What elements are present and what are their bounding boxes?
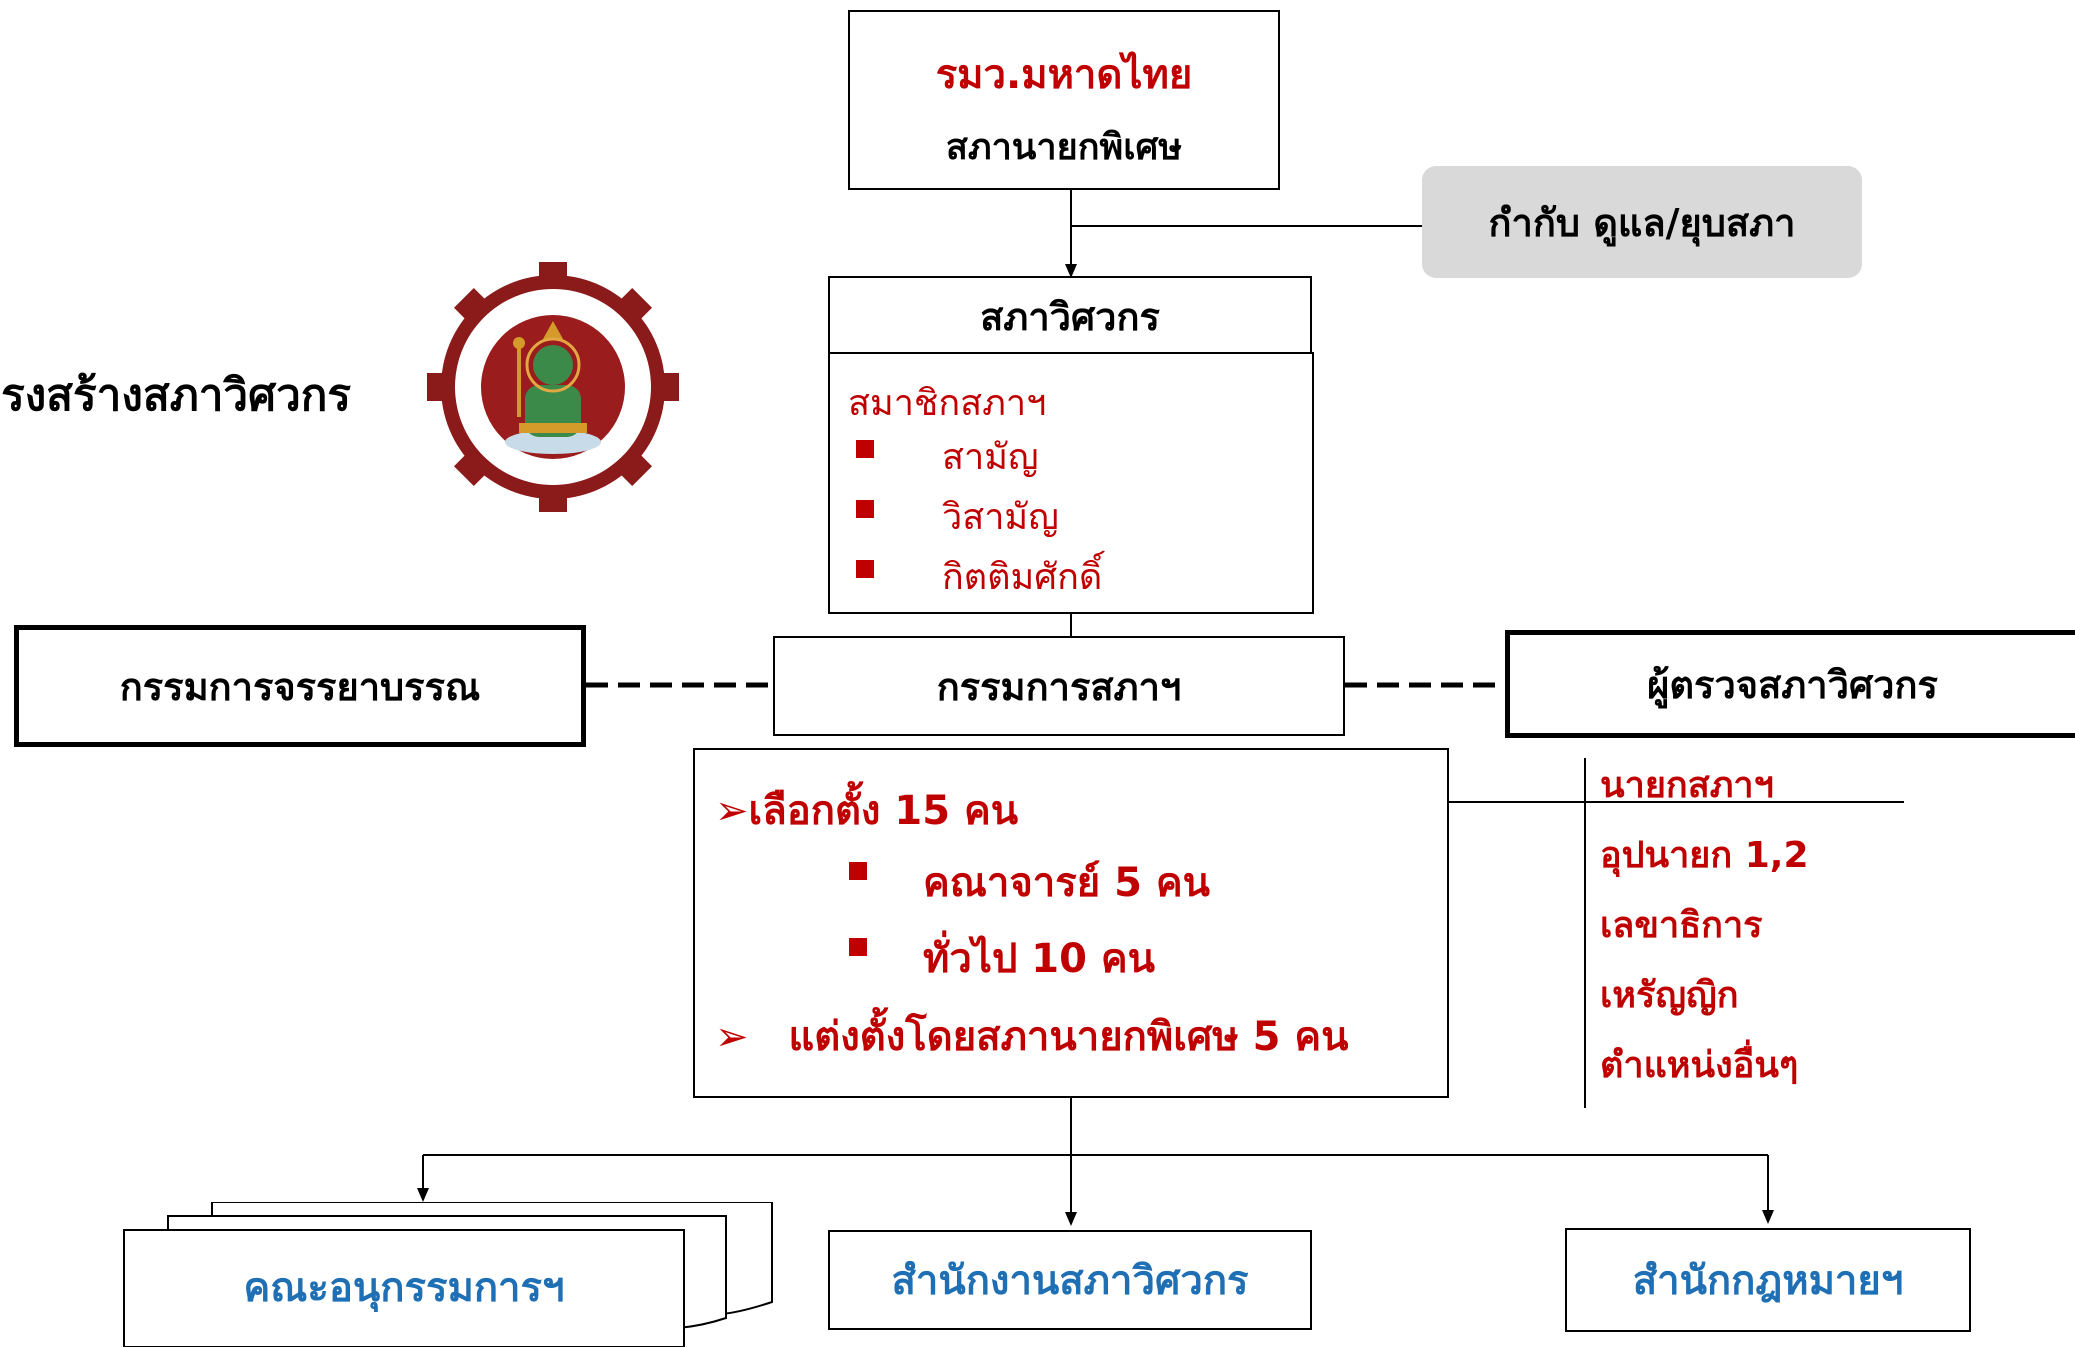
members-heading: สมาชิกสภาฯ [848,383,1047,424]
member-bullet [856,500,874,522]
minister-title: รมว.มหาดไทย [935,52,1193,98]
subcommittees-label: คณะอนุกรรมการฯ [243,1265,565,1311]
member-type-associate: วิสามัญ [942,497,1059,538]
arrow-bullet-icon: ➢ [715,1014,749,1060]
member-bullet [856,560,874,582]
position-treasurer: เหรัญญิก [1600,975,1739,1016]
legal-office-box: สำนักกฎหมายฯ [1565,1228,1971,1332]
special-president-box: รมว.มหาดไทย สภานายกพิเศษ [848,10,1280,190]
arrowhead [1065,264,1077,278]
position-secretary: เลขาธิการ [1600,905,1763,946]
member-bullet [856,440,874,462]
special-president-label: สภานายกพิเศษ [945,127,1183,168]
member-type-honorary: กิตติมศักดิ์ [942,557,1103,598]
council-title-box: สภาวิศวกร [828,276,1312,356]
elected-bullet [849,938,867,960]
ethics-committee-box: กรรมการจรรยาบรรณ [14,625,586,747]
elected-bullet [849,862,867,884]
appointed-line: ➢ แต่งตั้งโดยสภานายกพิเศษ 5 คน [715,1014,1349,1060]
elected-faculty: คณาจารย์ 5 คน [923,860,1210,906]
council-members-box: สมาชิกสภาฯ สามัญ วิสามัญ กิตติมศักดิ์ [828,352,1314,614]
oversight-box: กำกับ ดูแล/ยุบสภา [1422,166,1862,278]
elected-line: ➢เลือกตั้ง 15 คน [715,788,1019,834]
arrow-bullet-icon: ➢ [715,788,749,834]
page-title: โครงสร้างสภาวิศวกร [0,370,352,421]
board-box: กรรมการสภาฯ [773,636,1345,736]
board-composition-box: ➢เลือกตั้ง 15 คน คณาจารย์ 5 คน ทั่วไป 10… [693,748,1449,1098]
elected-general: ทั่วไป 10 คน [923,936,1155,982]
subcommittees-stack: คณะอนุกรรมการฯ [122,1202,774,1347]
position-vice-president: อุปนายก 1,2 [1600,835,1809,876]
engineering-council-seal [418,261,688,513]
position-president: นายกสภาฯ [1600,765,1774,806]
position-others: ตำแหน่งอื่นๆ [1600,1045,1799,1086]
member-type-ordinary: สามัญ [942,437,1039,478]
auditor-box: ผู้ตรวจสภาวิศวกร [1505,630,2075,738]
council-office-box: สำนักงานสภาวิศวกร [828,1230,1312,1330]
